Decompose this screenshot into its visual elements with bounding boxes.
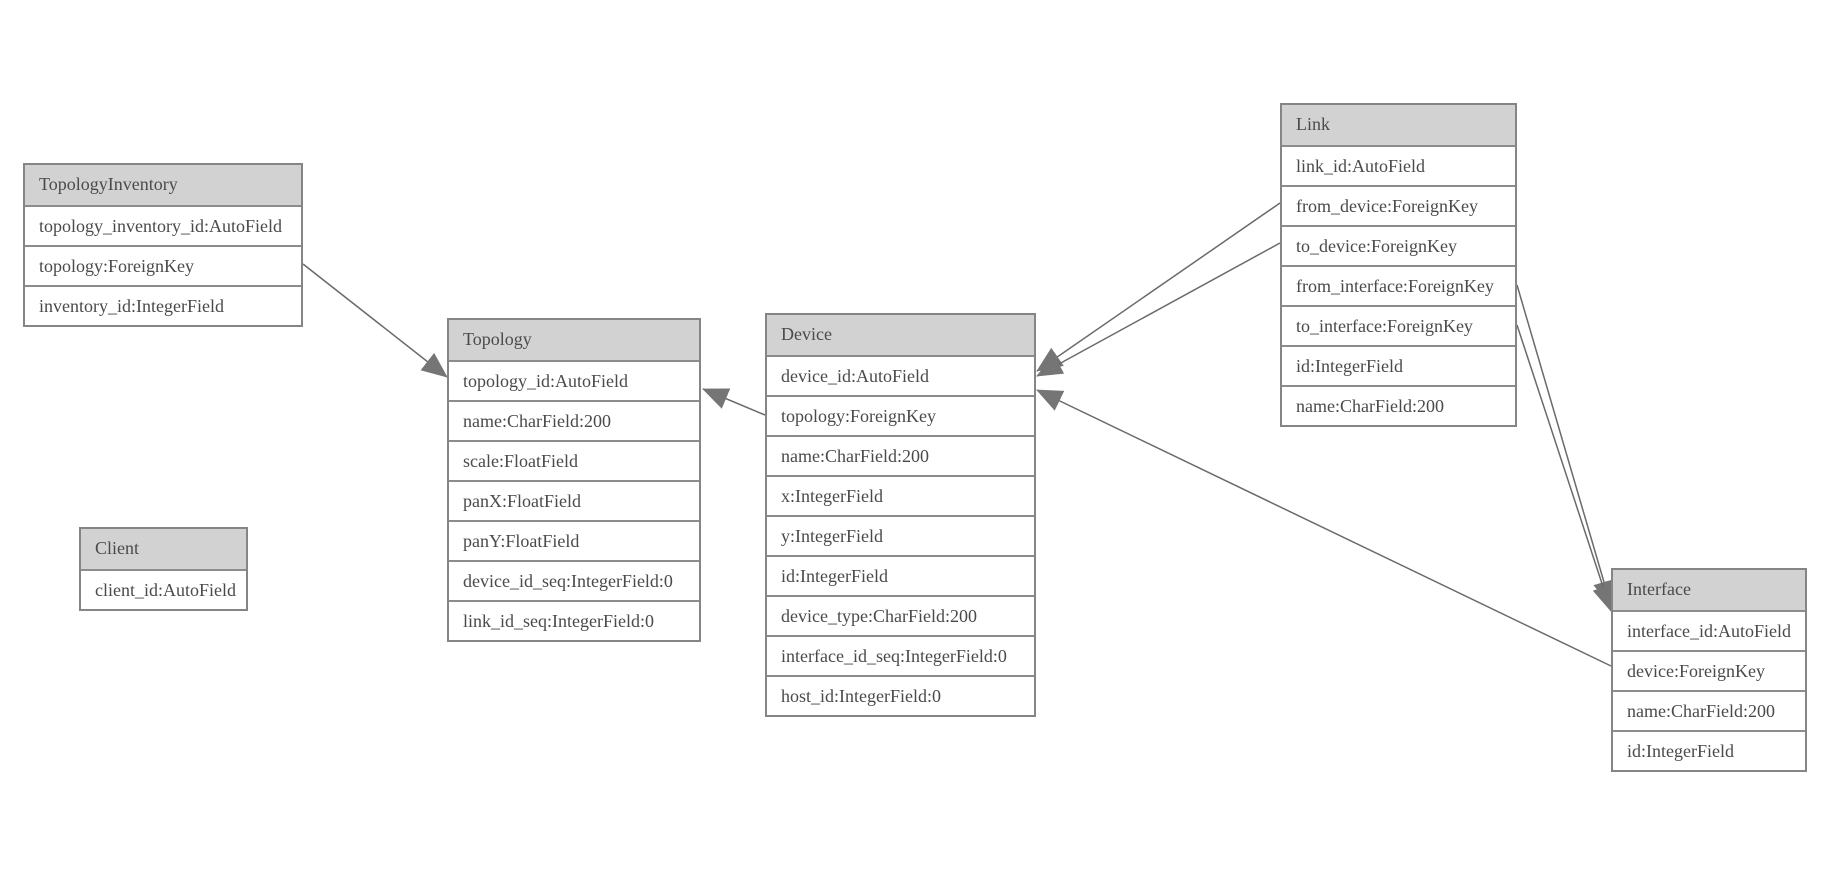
entity-field-row: topology_id:AutoField — [449, 360, 699, 400]
entity-title-interface: Interface — [1613, 570, 1805, 610]
entity-field-row: from_device:ForeignKey — [1282, 185, 1515, 225]
entity-title-device: Device — [767, 315, 1034, 355]
entity-field-row: interface_id:AutoField — [1613, 610, 1805, 650]
relationship-line-link-to_device-to-device — [1036, 242, 1281, 377]
entity-field-row: scale:FloatField — [449, 440, 699, 480]
entity-field-row: host_id:IntegerField:0 — [767, 675, 1034, 715]
relationship-line-link-to_interface-to-interface — [1516, 324, 1614, 612]
entity-field-row: id:IntegerField — [1282, 345, 1515, 385]
entity-field-row: y:IntegerField — [767, 515, 1034, 555]
entity-title-link: Link — [1282, 105, 1515, 145]
relationship-line-device-topology-to-topology — [702, 388, 766, 416]
entity-title-topologyinventory: TopologyInventory — [25, 165, 301, 205]
entity-field-row: name:CharField:200 — [449, 400, 699, 440]
entity-field-row: name:CharField:200 — [1613, 690, 1805, 730]
entity-field-row: link_id:AutoField — [1282, 145, 1515, 185]
entity-field-row: client_id:AutoField — [81, 569, 246, 609]
entity-field-row: panX:FloatField — [449, 480, 699, 520]
entity-field-row: inventory_id:IntegerField — [25, 285, 301, 325]
relationship-line-link-from_device-to-device — [1036, 202, 1281, 372]
relationship-line-interface-device-to-device — [1036, 389, 1612, 667]
entity-field-row: to_interface:ForeignKey — [1282, 305, 1515, 345]
entity-field-row: device_type:CharField:200 — [767, 595, 1034, 635]
entity-field-row: link_id_seq:IntegerField:0 — [449, 600, 699, 640]
entity-field-row: to_device:ForeignKey — [1282, 225, 1515, 265]
entity-field-row: device_id:AutoField — [767, 355, 1034, 395]
entity-field-row: interface_id_seq:IntegerField:0 — [767, 635, 1034, 675]
entity-field-row: topology:ForeignKey — [767, 395, 1034, 435]
relationship-line-link-from_interface-to-interface — [1516, 284, 1615, 607]
entity-field-row: device:ForeignKey — [1613, 650, 1805, 690]
relationship-line-topologyinventory-topology-to-topology — [302, 263, 448, 378]
entity-field-row: name:CharField:200 — [1282, 385, 1515, 425]
entity-title-topology: Topology — [449, 320, 699, 360]
entity-field-row: id:IntegerField — [1613, 730, 1805, 770]
entity-field-row: device_id_seq:IntegerField:0 — [449, 560, 699, 600]
entity-field-row: topology:ForeignKey — [25, 245, 301, 285]
entity-field-row: name:CharField:200 — [767, 435, 1034, 475]
entity-field-row: from_interface:ForeignKey — [1282, 265, 1515, 305]
entity-field-row: x:IntegerField — [767, 475, 1034, 515]
entity-title-client: Client — [81, 529, 246, 569]
entity-field-row: panY:FloatField — [449, 520, 699, 560]
entity-field-row: topology_inventory_id:AutoField — [25, 205, 301, 245]
entity-field-row: id:IntegerField — [767, 555, 1034, 595]
